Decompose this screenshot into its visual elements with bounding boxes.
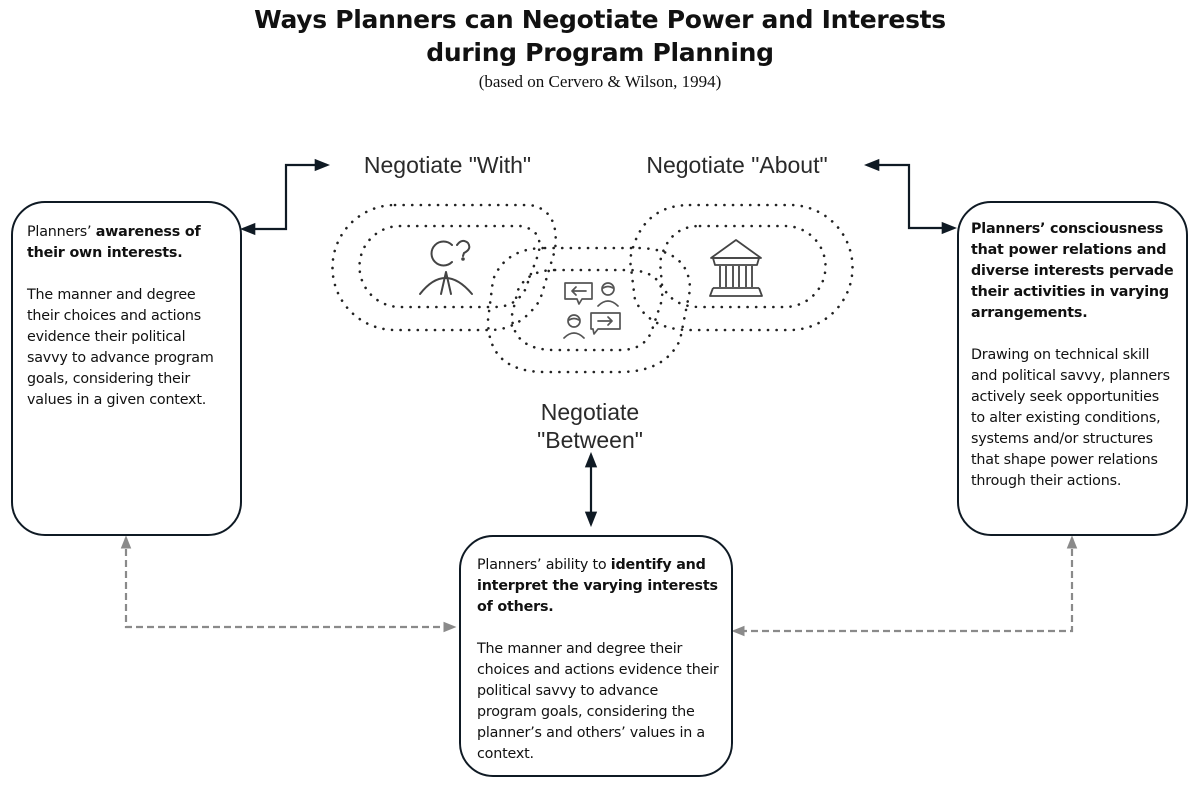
box-left-body: The manner and degree their choices and … (27, 287, 214, 408)
chain-link-left-outer (331, 203, 557, 332)
arrow-about-to-right-box (863, 158, 958, 235)
label-negotiate-with: Negotiate "With" (363, 152, 532, 178)
box-left-lead: Planners’ awareness of their own interes… (27, 224, 201, 261)
box-center-lead: Planners’ ability to identify and interp… (477, 557, 718, 615)
label-negotiate-about: Negotiate "About" (646, 152, 828, 178)
label-between-line-2: "Between" (537, 427, 643, 453)
box-awareness-own-interests: Planners’ awareness of their own interes… (11, 201, 242, 536)
box-right-lead-bold: Planners’ consciousness that power relat… (971, 221, 1174, 321)
box-left-lead-bold: awareness of their own interests. (27, 224, 201, 261)
box-center-body: The manner and degree their choices and … (477, 641, 719, 762)
label-between-line-1: Negotiate (540, 399, 640, 425)
person-question-icon (419, 239, 473, 295)
diagram-subtitle: (based on Cervero & Wilson, 1994) (478, 72, 722, 91)
chain-link-left-inner (358, 224, 541, 309)
box-consciousness-power-relations: Planners’ consciousness that power relat… (957, 201, 1188, 536)
institution-building-icon (709, 239, 763, 297)
dashed-arrow-right-to-center (731, 535, 1078, 637)
title-line-1: Ways Planners can Negotiate Power and In… (254, 5, 946, 34)
chain-link-center-inner (510, 268, 664, 352)
title-line-2: during Program Planning (426, 38, 774, 67)
arrow-left-box-to-with (239, 158, 331, 236)
box-right-body: Drawing on technical skill and political… (971, 347, 1170, 489)
dashed-arrow-left-to-center (120, 535, 457, 633)
diagram-title: Ways Planners can Negotiate Power and In… (0, 3, 1200, 69)
chain-link-center-outer (486, 246, 692, 374)
box-right-lead: Planners’ consciousness that power relat… (971, 219, 1176, 324)
chain-link-right-outer (628, 203, 854, 332)
label-negotiate-between: Negotiate "Between" (515, 398, 665, 454)
box-identify-interests-of-others: Planners’ ability to identify and interp… (459, 535, 733, 777)
box-center-lead-bold: identify and interpret the varying inter… (477, 557, 718, 615)
chain-link-right-inner (658, 224, 827, 309)
people-conversation-icon (563, 282, 621, 339)
